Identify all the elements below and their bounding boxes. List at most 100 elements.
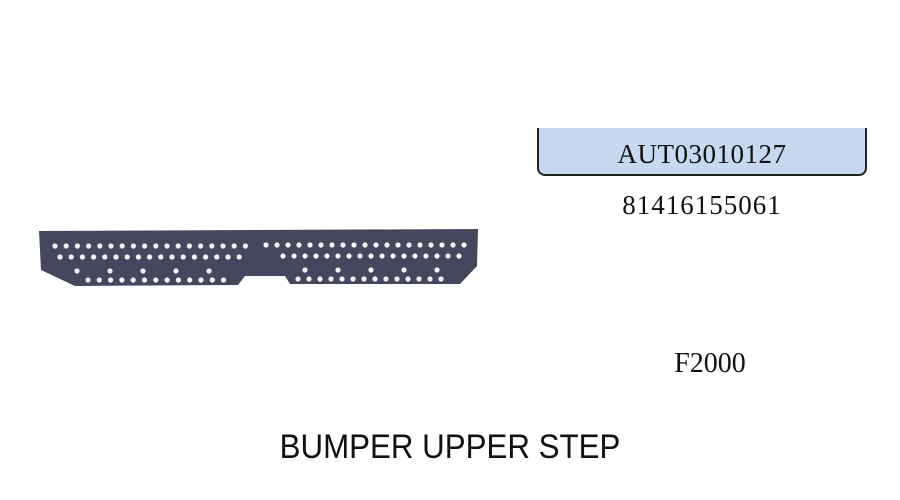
hole bbox=[130, 243, 136, 249]
hole bbox=[346, 253, 352, 259]
hole bbox=[417, 242, 423, 248]
hole bbox=[306, 276, 312, 282]
bumper-step-holes bbox=[52, 242, 467, 283]
hole bbox=[209, 277, 215, 283]
hole bbox=[97, 243, 103, 249]
hole bbox=[412, 253, 418, 259]
hole bbox=[395, 242, 401, 248]
hole bbox=[351, 242, 357, 248]
hole bbox=[434, 253, 440, 259]
hole bbox=[173, 268, 179, 274]
hole bbox=[361, 276, 367, 282]
hole bbox=[372, 276, 378, 282]
hole bbox=[52, 243, 58, 249]
hole bbox=[423, 253, 429, 259]
product-name: BUMPER UPPER STEP bbox=[279, 428, 621, 466]
hole bbox=[214, 254, 220, 260]
hole bbox=[401, 253, 407, 259]
vehicle-model: F2000 bbox=[674, 348, 746, 379]
hole bbox=[368, 253, 374, 259]
hole bbox=[335, 253, 341, 259]
hole bbox=[158, 254, 164, 260]
hole bbox=[74, 268, 80, 274]
hole bbox=[291, 253, 297, 259]
hole bbox=[438, 276, 444, 282]
hole bbox=[91, 254, 97, 260]
hole bbox=[153, 277, 159, 283]
hole bbox=[324, 253, 330, 259]
hole bbox=[317, 276, 323, 282]
hole bbox=[350, 276, 356, 282]
hole bbox=[221, 277, 227, 283]
hole bbox=[384, 242, 390, 248]
hole bbox=[302, 253, 308, 259]
hole bbox=[285, 242, 291, 248]
hole bbox=[307, 242, 313, 248]
hole bbox=[231, 243, 237, 249]
hole bbox=[335, 267, 341, 273]
hole bbox=[405, 276, 411, 282]
hole bbox=[107, 268, 113, 274]
hole bbox=[296, 242, 302, 248]
hole bbox=[318, 242, 324, 248]
hole bbox=[416, 276, 422, 282]
hole bbox=[434, 267, 440, 273]
hole bbox=[85, 277, 91, 283]
hole bbox=[220, 243, 226, 249]
hole bbox=[427, 276, 433, 282]
hole bbox=[383, 276, 389, 282]
hole bbox=[236, 254, 242, 260]
product-code-box: AUT03010127 bbox=[537, 128, 867, 176]
hole bbox=[108, 277, 114, 283]
hole bbox=[445, 253, 451, 259]
hole bbox=[79, 254, 85, 260]
hole bbox=[209, 243, 215, 249]
hole bbox=[362, 242, 368, 248]
hole bbox=[96, 277, 102, 283]
hole bbox=[302, 267, 308, 273]
hole bbox=[119, 277, 125, 283]
hole bbox=[191, 254, 197, 260]
hole bbox=[450, 242, 456, 248]
hole bbox=[339, 276, 345, 282]
hole bbox=[135, 254, 141, 260]
hole bbox=[142, 243, 148, 249]
hole bbox=[242, 243, 248, 249]
hole bbox=[394, 276, 400, 282]
hole bbox=[74, 243, 80, 249]
hole bbox=[461, 242, 467, 248]
bumper-step-body bbox=[39, 229, 478, 286]
hole bbox=[86, 243, 92, 249]
product-code: AUT03010127 bbox=[617, 139, 787, 169]
hole bbox=[153, 243, 159, 249]
hole bbox=[108, 243, 114, 249]
hole bbox=[428, 242, 434, 248]
hole bbox=[124, 254, 130, 260]
hole bbox=[439, 242, 445, 248]
hole bbox=[186, 243, 192, 249]
hole bbox=[406, 242, 412, 248]
hole bbox=[175, 243, 181, 249]
hole bbox=[102, 254, 108, 260]
hole bbox=[263, 242, 269, 248]
hole bbox=[68, 254, 74, 260]
hole bbox=[329, 242, 335, 248]
hole bbox=[175, 277, 181, 283]
hole bbox=[198, 243, 204, 249]
hole bbox=[113, 254, 119, 260]
hole bbox=[390, 253, 396, 259]
hole bbox=[119, 243, 125, 249]
hole bbox=[63, 243, 69, 249]
hole bbox=[164, 277, 170, 283]
hole bbox=[280, 253, 286, 259]
hole bbox=[274, 242, 280, 248]
hole bbox=[198, 277, 204, 283]
hole bbox=[313, 253, 319, 259]
hole bbox=[328, 276, 334, 282]
hole bbox=[225, 254, 231, 260]
hole bbox=[357, 253, 363, 259]
hole bbox=[57, 254, 63, 260]
hole bbox=[456, 253, 462, 259]
hole bbox=[203, 254, 209, 260]
